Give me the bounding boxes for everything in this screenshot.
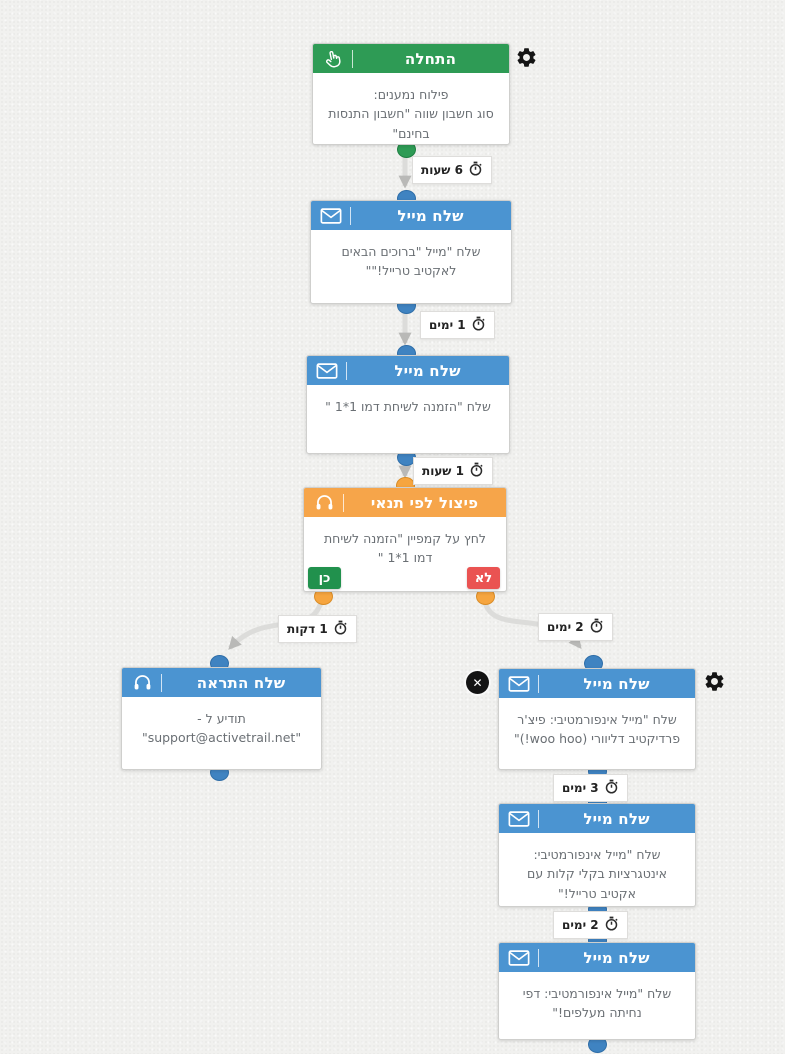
condition-no-badge[interactable]: לא — [467, 567, 500, 589]
header-separator — [343, 493, 344, 512]
node-header: שלח מייל — [499, 804, 695, 833]
body-line: סוג חשבון שווה "חשבון התנסות בחינם" — [328, 106, 494, 141]
node-header: שלח מייל — [499, 669, 695, 698]
envelope-icon — [507, 675, 531, 693]
body-line: לחץ על קמפיין "הזמנה לשיחת דמו 1*1 " — [323, 531, 487, 566]
body-line: פילוח נמענים: — [373, 87, 449, 102]
node-body: שלח "מייל אינפורמטיבי: אינטגרציות בקלי ק… — [499, 833, 695, 911]
node-send-alert[interactable]: שלח התראה תודיע ל - "support@activetrail… — [121, 667, 322, 770]
node-title: התחלה — [404, 49, 457, 68]
envelope-icon — [319, 207, 343, 225]
node-title: שלח מייל — [394, 361, 461, 380]
timer-label: 2 ימים — [547, 620, 584, 634]
node-title: שלח מייל — [583, 809, 650, 828]
timer-label: 6 שעות — [421, 163, 463, 177]
node-header: שלח מייל — [499, 943, 695, 972]
body-line: שלח "מייל אינפורמטיבי: אינטגרציות בקלי ק… — [527, 847, 667, 901]
node-body: לחץ על קמפיין "הזמנה לשיחת דמו 1*1 " — [304, 517, 506, 576]
node-body: שלח "מייל "ברוכים הבאים לאקטיב טרייל!"" — [311, 230, 511, 289]
node-send-mail-4[interactable]: שלח מייל שלח "מייל אינפורמטיבי: אינטגרצי… — [498, 803, 696, 907]
node-send-mail-2[interactable]: שלח מייל שלח "הזמנה לשיחת דמו 1*1 " — [306, 355, 510, 454]
timer-label: 1 ימים — [429, 318, 466, 332]
stopwatch-icon — [333, 620, 348, 638]
timer-badge-4[interactable]: 1 דקות — [278, 615, 357, 643]
timer-badge-1[interactable]: 6 שעות — [412, 156, 492, 184]
node-title: שלח התראה — [196, 673, 286, 692]
envelope-icon — [315, 362, 339, 380]
timer-label: 3 ימים — [562, 781, 599, 795]
node-body: תודיע ל - "support@activetrail.net" — [122, 697, 321, 756]
header-separator — [538, 948, 539, 967]
node-header: פיצול לפי תנאי — [304, 488, 506, 517]
delete-node-button[interactable]: ✕ — [466, 671, 489, 694]
header-separator — [161, 673, 162, 692]
stopwatch-icon — [604, 779, 619, 797]
node-header: שלח מייל — [311, 201, 511, 230]
timer-badge-3[interactable]: 1 שעות — [413, 457, 493, 485]
node-title: שלח מייל — [397, 206, 464, 225]
body-line: שלח "הזמנה לשיחת דמו 1*1 " — [325, 399, 491, 414]
headphones-icon — [312, 492, 336, 513]
node-header: שלח התראה — [122, 668, 321, 697]
body-line: תודיע ל - — [197, 711, 246, 726]
node-start-body: פילוח נמענים: סוג חשבון שווה "חשבון התנס… — [313, 73, 509, 151]
stopwatch-icon — [471, 316, 486, 334]
node-title: פיצול לפי תנאי — [370, 493, 479, 512]
timer-badge-2[interactable]: 1 ימים — [420, 311, 495, 339]
gear-icon[interactable] — [703, 670, 726, 697]
node-send-mail-3[interactable]: שלח מייל שלח "מייל אינפורמטיבי: פיצ'ר פר… — [498, 668, 696, 770]
gear-icon[interactable] — [515, 46, 538, 73]
node-body: שלח "מייל אינפורמטיבי: פיצ'ר פרדיקטיב דל… — [499, 698, 695, 757]
timer-label: 1 דקות — [287, 622, 328, 636]
click-hand-icon — [319, 46, 347, 71]
yes-label: כן — [318, 570, 331, 586]
header-separator — [346, 361, 347, 380]
stopwatch-icon — [604, 916, 619, 934]
node-start[interactable]: התחלה פילוח נמענים: סוג חשבון שווה "חשבו… — [312, 43, 510, 145]
node-send-mail-5[interactable]: שלח מייל שלח "מייל אינפורמטיבי: דפי נחית… — [498, 942, 696, 1040]
header-separator — [350, 206, 351, 225]
envelope-icon — [507, 949, 531, 967]
node-body: שלח "הזמנה לשיחת דמו 1*1 " — [307, 385, 509, 424]
timer-label: 2 ימים — [562, 918, 599, 932]
node-header: שלח מייל — [307, 356, 509, 385]
condition-yes-badge[interactable]: כן — [308, 567, 341, 589]
stopwatch-icon — [468, 161, 483, 179]
node-body: שלח "מייל אינפורמטיבי: דפי נחיתה מעלפים!… — [499, 972, 695, 1031]
body-line: שלח "מייל "ברוכים הבאים לאקטיב טרייל!"" — [341, 244, 481, 279]
stopwatch-icon — [589, 618, 604, 636]
envelope-icon — [507, 810, 531, 828]
node-title: שלח מייל — [583, 674, 650, 693]
close-x-icon: ✕ — [466, 671, 489, 694]
close-x-glyph: ✕ — [472, 675, 483, 690]
body-line: "support@activetrail.net" — [141, 730, 302, 746]
header-separator — [538, 809, 539, 828]
no-label: לא — [474, 570, 493, 586]
timer-badge-7[interactable]: 2 ימים — [553, 911, 628, 939]
header-separator — [352, 49, 353, 68]
node-title: שלח מייל — [583, 948, 650, 967]
timer-badge-5[interactable]: 2 ימים — [538, 613, 613, 641]
node-start-header: התחלה — [313, 44, 509, 73]
timer-badge-6[interactable]: 3 ימים — [553, 774, 628, 802]
header-separator — [538, 674, 539, 693]
headphones-icon — [130, 672, 154, 693]
timer-label: 1 שעות — [422, 464, 464, 478]
node-send-mail-1[interactable]: שלח מייל שלח "מייל "ברוכים הבאים לאקטיב … — [310, 200, 512, 304]
stopwatch-icon — [469, 462, 484, 480]
body-line: שלח "מייל אינפורמטיבי: פיצ'ר פרדיקטיב דל… — [513, 712, 681, 747]
body-line: שלח "מייל אינפורמטיבי: דפי נחיתה מעלפים!… — [522, 986, 672, 1021]
